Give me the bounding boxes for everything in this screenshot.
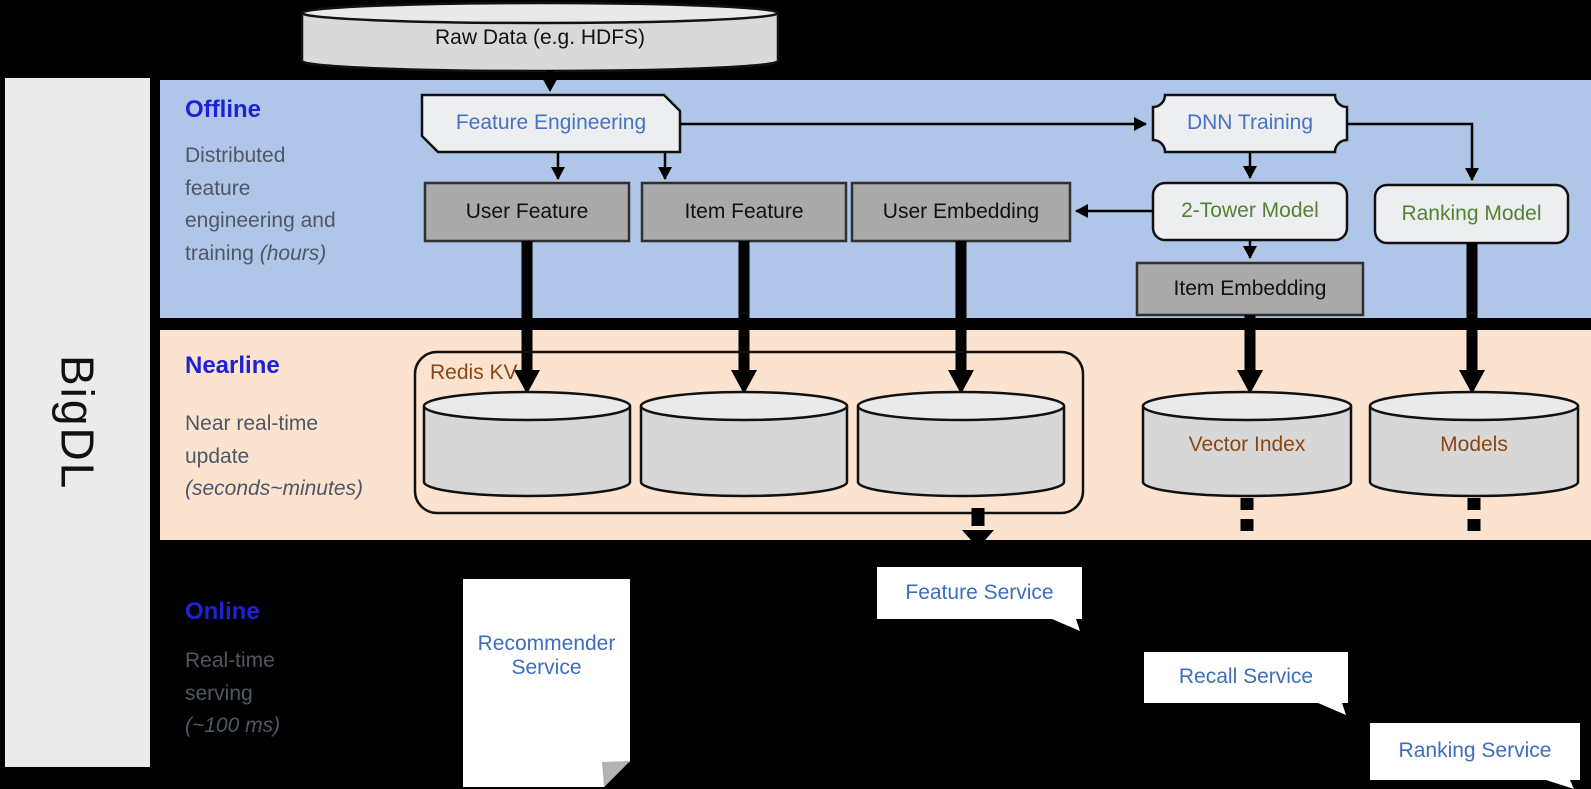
item-embedding-label: Item Embedding — [1173, 276, 1327, 300]
models-label: Models — [1440, 432, 1508, 456]
item-feature-label: Item Feature — [684, 199, 804, 223]
offline-desc: Distributed feature engineering and trai… — [185, 140, 350, 270]
nearline-desc: Near real-time update (seconds~minutes) — [185, 408, 370, 506]
brand-logo: BigDL — [51, 354, 104, 491]
dnn-training-label: DNN Training — [1186, 111, 1314, 135]
vector-index-label: Vector Index — [1188, 432, 1306, 456]
feature-engineering-label: Feature Engineering — [455, 111, 647, 135]
online-desc-text: Real-time serving — [185, 649, 275, 705]
raw-data-label: Raw Data (e.g. HDFS) — [434, 25, 646, 49]
nearline-title: Nearline — [185, 352, 280, 379]
nearline-desc-text: Near real-time update — [185, 412, 319, 468]
two-tower-model-label: 2-Tower Model — [1181, 199, 1319, 223]
feature-service-label: Feature Service — [905, 580, 1054, 604]
user-embedding-label: User Embedding — [882, 199, 1040, 223]
online-desc: Real-time serving (~100 ms) — [185, 645, 295, 743]
online-title: Online — [185, 598, 260, 625]
offline-title: Offline — [185, 96, 261, 123]
offline-desc-text: Distributed feature engineering and trai… — [185, 144, 336, 265]
user-feature-label: User Feature — [465, 199, 589, 223]
recall-service-label: Recall Service — [1178, 665, 1314, 689]
sidebar: BigDL — [5, 78, 150, 767]
nearline-desc-em: (seconds~minutes) — [185, 477, 363, 501]
online-desc-em: (~100 ms) — [185, 714, 281, 738]
redis-kv-label: Redis KV — [430, 360, 518, 384]
ranking-model-label: Ranking Model — [1401, 201, 1542, 225]
ranking-service-label: Ranking Service — [1398, 739, 1552, 763]
offline-desc-em: (hours) — [259, 241, 327, 265]
recommender-service-label: Recommender Service — [477, 631, 616, 679]
document-fold-corner — [602, 761, 630, 787]
